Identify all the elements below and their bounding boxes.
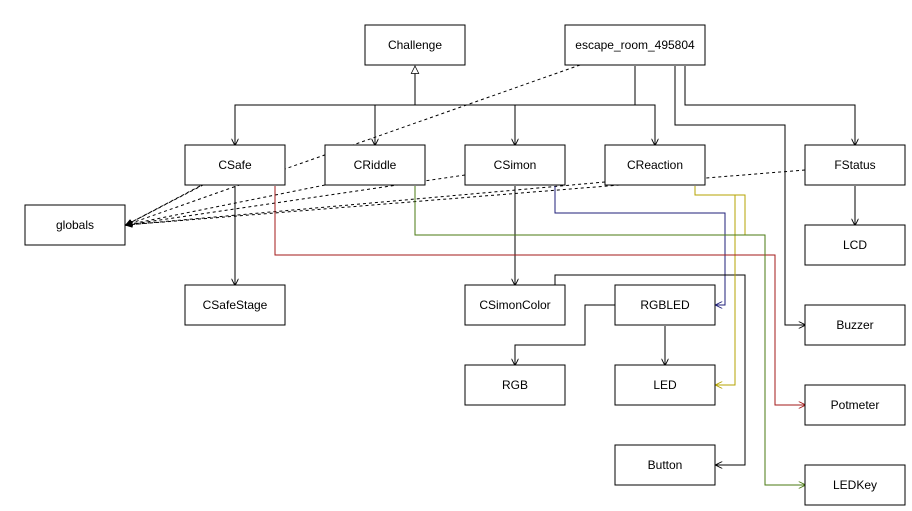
- node-globals: globals: [24, 204, 126, 246]
- node-csimoncolor: CSimonColor: [464, 284, 566, 326]
- node-escape-room: escape_room_495804: [564, 24, 706, 66]
- node-label-csafestage: CSafeStage: [203, 298, 268, 312]
- edge-csimon-to-rgbled: [554, 186, 726, 305]
- edge-rgbled-to-rgb: [515, 304, 615, 365]
- node-led: LED: [614, 364, 716, 406]
- nodes: Challenge escape_room_495804 CSafe CRidd…: [24, 24, 906, 506]
- node-creaction: CReaction: [604, 144, 706, 186]
- node-label-fstatus: FStatus: [834, 158, 875, 172]
- node-ledkey: LEDKey: [804, 464, 906, 506]
- node-rgbled: RGBLED: [614, 284, 716, 326]
- node-label-criddle: CRiddle: [354, 158, 397, 172]
- node-label-potmeter: Potmeter: [831, 398, 880, 412]
- node-label-ledkey: LEDKey: [833, 478, 877, 492]
- node-label-csafe: CSafe: [218, 158, 252, 172]
- node-csafe: CSafe: [184, 144, 286, 186]
- edge-csafe-to-potmeter: [274, 186, 805, 405]
- node-label-globals: globals: [56, 218, 94, 232]
- edge-challenge-to-csafe: [235, 104, 415, 145]
- edge-challenge-to-creaction: [415, 104, 655, 145]
- node-label-rgb: RGB: [502, 378, 528, 392]
- node-rgb: RGB: [464, 364, 566, 406]
- node-label-challenge: Challenge: [388, 38, 442, 52]
- node-label-escape-room: escape_room_495804: [575, 38, 695, 52]
- node-label-creaction: CReaction: [627, 158, 683, 172]
- edge-escape-to-fstatus: [684, 66, 855, 145]
- node-label-buzzer: Buzzer: [836, 318, 873, 332]
- node-label-led: LED: [653, 378, 677, 392]
- node-label-button: Button: [648, 458, 683, 472]
- node-label-csimon: CSimon: [494, 158, 537, 172]
- node-buzzer: Buzzer: [804, 304, 906, 346]
- edge-creaction-to-globals: [126, 181, 606, 225]
- edge-criddle-to-ledkey: [414, 186, 805, 485]
- node-label-csimoncolor: CSimonColor: [479, 298, 550, 312]
- node-lcd: LCD: [804, 224, 906, 266]
- node-csimon: CSimon: [464, 144, 566, 186]
- node-label-lcd: LCD: [843, 238, 867, 252]
- edge-escape-to-buzzer: [674, 66, 805, 325]
- node-csafestage: CSafeStage: [184, 284, 286, 326]
- node-fstatus: FStatus: [804, 144, 906, 186]
- node-challenge: Challenge: [364, 24, 466, 66]
- node-criddle: CRiddle: [324, 144, 426, 186]
- node-button: Button: [614, 444, 716, 486]
- edge-csimoncolor-to-button: [554, 274, 746, 465]
- edge-csafe-to-globals: [126, 185, 201, 225]
- node-label-rgbled: RGBLED: [640, 298, 690, 312]
- edges: [126, 64, 855, 485]
- edge-creaction-to-ledkey: [735, 194, 746, 235]
- node-potmeter: Potmeter: [804, 384, 906, 426]
- edge-criddle-to-globals: [126, 184, 326, 225]
